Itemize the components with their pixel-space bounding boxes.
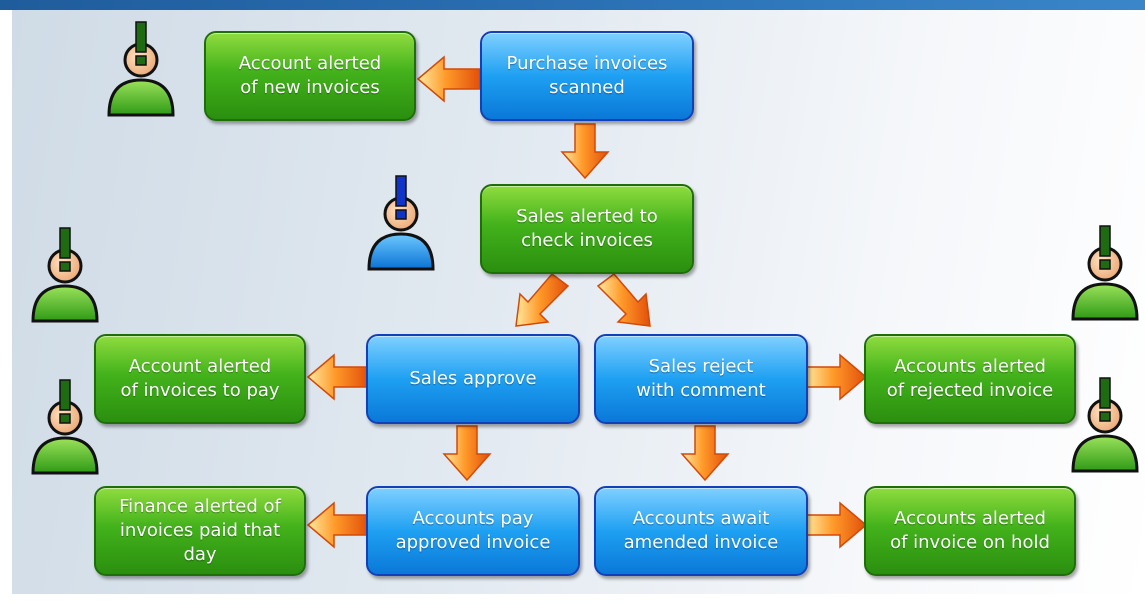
box-label: Account alerted of invoices to pay	[120, 356, 280, 401]
person-alert-icon	[1071, 225, 1139, 321]
purchase-invoices-scanned-box: Purchase invoices scanned	[480, 31, 694, 121]
accounts-alerted-hold-box: Accounts alerted of invoice on hold	[864, 486, 1076, 576]
box-label: Accounts await amended invoice	[623, 508, 779, 553]
accounts-alerted-rejected-box: Accounts alerted of rejected invoice	[864, 334, 1076, 424]
person-alert-icon	[1071, 377, 1139, 473]
arrow-icon	[442, 425, 492, 482]
arrow-icon	[515, 272, 570, 327]
account-alerted-new-invoices-box: Account alerted of new invoices	[204, 31, 416, 121]
box-label: Purchase invoices scanned	[506, 53, 668, 98]
finance-alerted-paid-box: Finance alerted of invoices paid that da…	[94, 486, 306, 576]
person-alert-icon	[31, 227, 99, 323]
arrow-icon	[805, 353, 868, 401]
box-label: Sales reject with comment	[636, 356, 766, 401]
person-alert-icon	[367, 175, 435, 271]
arrow-icon	[416, 55, 481, 103]
sales-alerted-check-box: Sales alerted to check invoices	[480, 184, 694, 274]
arrow-icon	[560, 123, 610, 180]
sales-approve-box: Sales approve	[366, 334, 580, 424]
top-accent-bar	[0, 0, 1145, 10]
box-label: Account alerted of new invoices	[238, 53, 382, 98]
box-label: Accounts pay approved invoice	[395, 508, 551, 553]
arrow-icon	[680, 425, 730, 482]
person-alert-icon	[107, 21, 175, 117]
arrow-icon	[805, 501, 868, 549]
accounts-pay-approved-box: Accounts pay approved invoice	[366, 486, 580, 576]
box-label: Accounts alerted of invoice on hold	[890, 508, 1050, 553]
account-alerted-invoices-to-pay-box: Account alerted of invoices to pay	[94, 334, 306, 424]
box-label: Sales approve	[409, 368, 537, 389]
arrow-icon	[306, 353, 369, 401]
box-label: Accounts alerted of rejected invoice	[886, 356, 1054, 401]
arrow-icon	[596, 272, 651, 327]
sales-reject-box: Sales reject with comment	[594, 334, 808, 424]
arrow-icon	[306, 501, 369, 549]
box-label: Finance alerted of invoices paid that da…	[119, 496, 281, 565]
person-alert-icon	[31, 379, 99, 475]
accounts-await-amended-box: Accounts await amended invoice	[594, 486, 808, 576]
box-label: Sales alerted to check invoices	[516, 206, 658, 251]
